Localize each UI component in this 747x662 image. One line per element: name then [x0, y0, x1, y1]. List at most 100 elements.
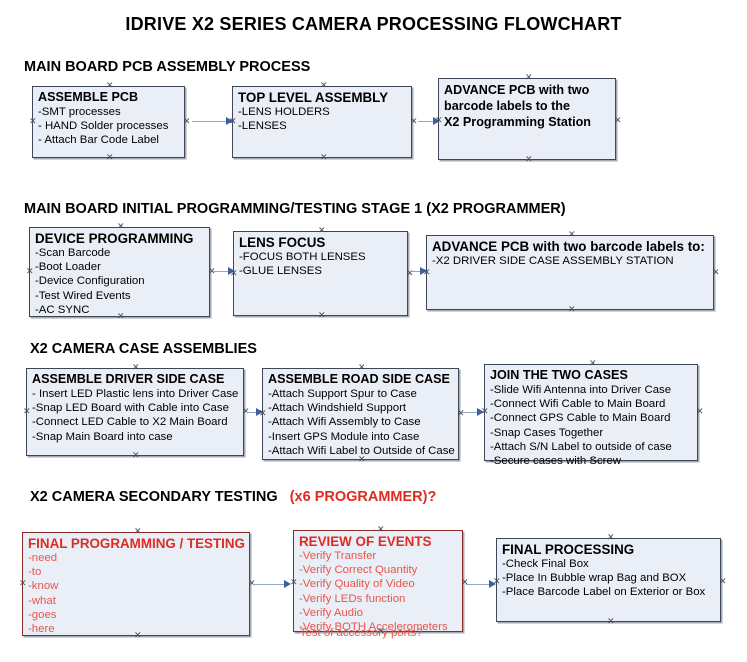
box-header-line: barcode labels to the: [444, 99, 570, 113]
box-assemble-driver-side-case[interactable]: ASSEMBLE DRIVER SIDE CASE - Insert LED P…: [26, 368, 244, 456]
box-assemble-road-side-case[interactable]: ASSEMBLE ROAD SIDE CASE -Attach Support …: [262, 368, 459, 460]
connection-handle-bottom[interactable]: [525, 157, 532, 164]
connection-handle-bottom[interactable]: [358, 457, 365, 464]
list-item: -LENSES: [238, 120, 287, 133]
list-item: -Verify Transfer: [299, 550, 377, 562]
box-header: ASSEMBLE ROAD SIDE CASE: [268, 372, 450, 386]
list-item: -to: [28, 566, 42, 579]
connection-handle-right[interactable]: [719, 579, 726, 586]
connector-driver-side-case-to-road-side-case: [247, 412, 262, 413]
list-item: -here: [28, 623, 55, 636]
box-header: ASSEMBLE PCB: [38, 90, 139, 104]
list-item: -Snap Cases Together: [490, 426, 604, 439]
connection-handle-right[interactable]: [183, 119, 190, 126]
box-header: DEVICE PROGRAMMING: [35, 231, 194, 246]
section-heading-main-board-pcb-assembly-process: MAIN BOARD PCB ASSEMBLY PROCESS: [24, 59, 310, 75]
connection-handle-bottom[interactable]: [318, 313, 325, 320]
list-item: -LENS HOLDERS: [238, 106, 330, 118]
box-review-of-events[interactable]: REVIEW OF EVENTS -Verify Transfer -Verif…: [293, 530, 463, 634]
section-heading-text: X2 CAMERA CASE ASSEMBLIES: [30, 341, 257, 357]
box-item-list: -FOCUS BOTH LENSES -GLUE LENSES: [239, 250, 407, 278]
box-header: ADVANCE PCB with two barcode labels to:: [432, 239, 705, 254]
box-content: DEVICE PROGRAMMING -Scan Barcode -Boot L…: [30, 228, 209, 317]
section-heading-text: MAIN BOARD INITIAL PROGRAMMING/TESTING S…: [24, 201, 566, 217]
page-title: IDRIVE X2 SERIES CAMERA PROCESSING FLOWC…: [125, 14, 622, 34]
box-content: ASSEMBLE PCB -SMT processes - HAND Solde…: [33, 87, 184, 148]
box-header: FINAL PROGRAMMING / TESTING: [28, 536, 245, 551]
box-header: JOIN THE TWO CASES: [490, 368, 628, 382]
connection-handle-right[interactable]: [614, 118, 621, 125]
box-item-list: -LENS HOLDERS -LENSES: [238, 105, 411, 133]
list-item: - Attach Bar Code Label: [38, 134, 159, 147]
list-item: -Verify Audio: [299, 606, 363, 619]
box-content: REVIEW OF EVENTS -Verify Transfer -Verif…: [294, 531, 462, 634]
box-item-list: -Check Final Box -Place In Bubble wrap B…: [502, 557, 720, 600]
connector-assemble-pcb-to-top-level-assembly: [192, 121, 228, 122]
connection-handle-bottom[interactable]: [106, 155, 113, 162]
connector-final-programming-to-review-of-events: [253, 584, 287, 585]
section-heading-x2-camera-secondary-testing: X2 CAMERA SECONDARY TESTING (x6 PROGRAMM…: [30, 489, 436, 505]
box-content: FINAL PROCESSING -Check Final Box -Place…: [497, 539, 720, 600]
connection-handle-right[interactable]: [712, 270, 719, 277]
list-item: -Place In Bubble wrap Bag and BOX: [502, 572, 687, 585]
box-advance-pcb-to-driver-side-case-assembly[interactable]: ADVANCE PCB with two barcode labels to: …: [426, 235, 714, 310]
connection-handle-right[interactable]: [696, 409, 703, 416]
box-lens-focus[interactable]: LENS FOCUS -FOCUS BOTH LENSES -GLUE LENS…: [233, 231, 408, 316]
box-item-list: -Verify Transfer -Verify Correct Quantit…: [299, 549, 462, 634]
list-item: -SMT processes: [38, 106, 121, 118]
connector-lens-focus-to-advance-pcb: [411, 271, 425, 272]
connection-handle-bottom[interactable]: [132, 453, 139, 460]
list-item: -know: [28, 580, 59, 593]
list-item: -Insert GPS Module into Case: [268, 430, 420, 443]
box-final-processing[interactable]: FINAL PROCESSING -Check Final Box -Place…: [496, 538, 721, 622]
list-item: -Scan Barcode: [35, 247, 111, 259]
connection-handle-right[interactable]: [410, 119, 417, 126]
list-item: -Slide Wifi Antenna into Driver Case: [490, 384, 672, 396]
box-content: JOIN THE TWO CASES -Slide Wifi Antenna i…: [485, 365, 697, 468]
list-item: -Connect LED Cable to X2 Main Board: [32, 416, 228, 429]
connector-review-of-events-to-final-processing: [466, 584, 494, 585]
arrowhead-icon: [477, 408, 484, 416]
box-final-programming-testing[interactable]: FINAL PROGRAMMING / TESTING -need -to -k…: [22, 532, 250, 636]
list-item: -Place Barcode Label on Exterior or Box: [502, 586, 706, 599]
list-item: -FOCUS BOTH LENSES: [239, 251, 366, 263]
list-item: -Device Configuration: [35, 275, 145, 288]
box-item-list: -Slide Wifi Antenna into Driver Case -Co…: [490, 383, 697, 468]
box-content: TOP LEVEL ASSEMBLY -LENS HOLDERS -LENSES: [233, 87, 411, 133]
box-assemble-pcb[interactable]: ASSEMBLE PCB -SMT processes - HAND Solde…: [32, 86, 185, 158]
list-item: -X2 DRIVER SIDE CASE ASSEMBLY STATION: [432, 255, 674, 267]
arrowhead-icon: [489, 580, 496, 588]
review-of-events-overflow-item: -Test of accessory ports?: [296, 627, 423, 639]
list-item: -Check Final Box: [502, 558, 589, 570]
box-device-programming[interactable]: DEVICE PROGRAMMING -Scan Barcode -Boot L…: [29, 227, 210, 317]
box-advance-pcb-to-x2-programming-station[interactable]: ADVANCE PCB with two barcode labels to t…: [438, 78, 616, 160]
arrowhead-icon: [228, 267, 235, 275]
box-top-level-assembly[interactable]: TOP LEVEL ASSEMBLY -LENS HOLDERS -LENSES: [232, 86, 412, 158]
box-content: ADVANCE PCB with two barcode labels to t…: [439, 79, 615, 130]
arrowhead-icon: [226, 117, 233, 125]
connection-handle-bottom[interactable]: [607, 619, 614, 626]
list-item: -Boot Loader: [35, 261, 101, 274]
box-header: ASSEMBLE DRIVER SIDE CASE: [32, 372, 225, 386]
section-heading-main-board-initial-programming-testing-stage-1: MAIN BOARD INITIAL PROGRAMMING/TESTING S…: [24, 201, 566, 217]
list-item: -Snap LED Board with Cable into Case: [32, 402, 229, 415]
arrowhead-icon: [420, 267, 427, 275]
box-content: LENS FOCUS -FOCUS BOTH LENSES -GLUE LENS…: [234, 232, 407, 278]
list-item: -Snap Main Board into case: [32, 430, 173, 443]
box-item-list: -Attach Support Spur to Case -Attach Win…: [268, 387, 458, 458]
connection-handle-bottom[interactable]: [568, 307, 575, 314]
box-join-the-two-cases[interactable]: JOIN THE TWO CASES -Slide Wifi Antenna i…: [484, 364, 698, 467]
connector-road-side-case-to-join-the-two-cases: [462, 412, 482, 413]
box-content: FINAL PROGRAMMING / TESTING -need -to -k…: [23, 533, 249, 636]
list-item: -Connect Wifi Cable to Main Board: [490, 398, 666, 411]
box-item-list: -SMT processes - HAND Solder processes -…: [38, 105, 184, 148]
box-header: TOP LEVEL ASSEMBLY: [238, 90, 389, 105]
section-heading-text: X2 CAMERA SECONDARY TESTING: [30, 489, 278, 505]
connection-handle-right[interactable]: [406, 271, 413, 278]
box-item-list: -X2 DRIVER SIDE CASE ASSEMBLY STATION: [432, 254, 713, 268]
box-header: REVIEW OF EVENTS: [299, 534, 432, 549]
list-item: -Verify BOTH Accelerometers: [299, 621, 448, 634]
list-item: -Verify Correct Quantity: [299, 564, 418, 577]
connection-handle-bottom[interactable]: [320, 155, 327, 162]
